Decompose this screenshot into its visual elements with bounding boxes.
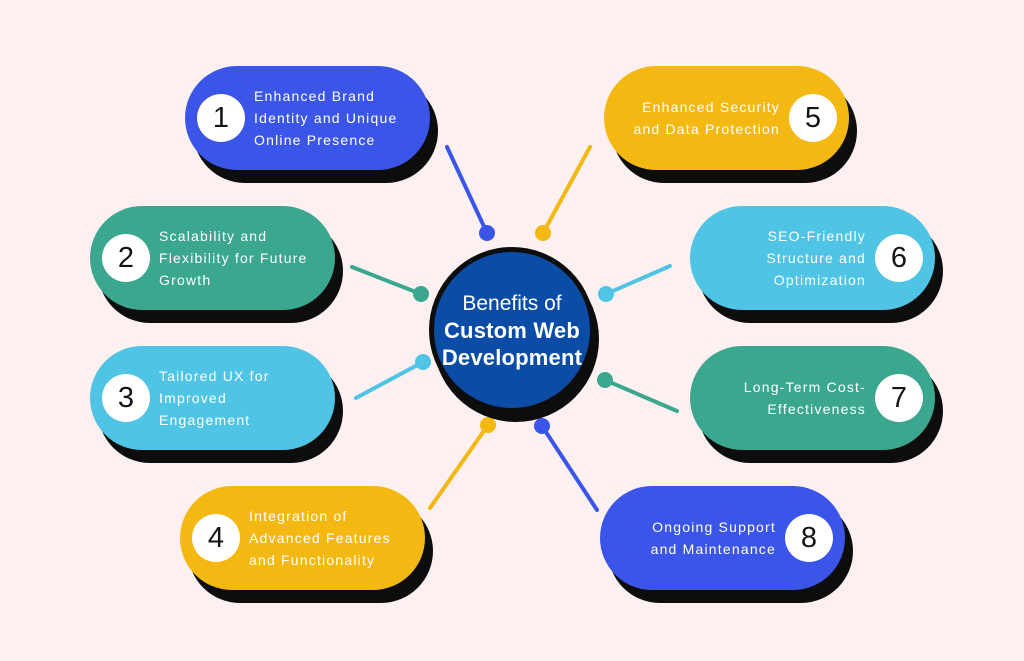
benefit-text-line: Tailored UX for	[159, 368, 270, 384]
benefit-text-line: Effectiveness	[767, 401, 866, 417]
benefit-pill-1: 1 Enhanced Brand Identity and Unique Onl…	[185, 66, 430, 170]
benefit-text-2: Scalability and Flexibility for Future G…	[159, 225, 323, 291]
benefit-text-line: Enhanced Security	[642, 99, 780, 115]
benefit-pill-6: 6 SEO-Friendly Structure and Optimizatio…	[690, 206, 935, 310]
benefit-text-line: Advanced Features	[249, 530, 391, 546]
benefit-text-line: Online Presence	[254, 132, 376, 148]
connector-line-4	[428, 423, 490, 510]
benefit-text-6: SEO-Friendly Structure and Optimization	[702, 225, 866, 291]
benefit-text-line: Growth	[159, 272, 212, 288]
number-badge-6: 6	[875, 234, 923, 282]
connector-dot-4	[480, 417, 496, 433]
benefit-pill-2: 2 Scalability and Flexibility for Future…	[90, 206, 335, 310]
benefit-text-line: Flexibility for Future	[159, 250, 308, 266]
number-badge-8: 8	[785, 514, 833, 562]
benefit-text-7: Long-Term Cost- Effectiveness	[702, 376, 866, 420]
number-badge-3: 3	[102, 374, 150, 422]
center-title-circle: Benefits of Custom Web Development	[429, 247, 595, 413]
connector-dot-2	[413, 286, 429, 302]
benefit-text-line: Engagement	[159, 412, 251, 428]
connector-dot-5	[535, 225, 551, 241]
benefit-text-line: SEO-Friendly	[767, 228, 866, 244]
benefit-text-4: Integration of Advanced Features and Fun…	[249, 505, 413, 571]
benefit-text-line: and Maintenance	[650, 541, 776, 557]
connector-line-5	[541, 145, 592, 235]
benefit-pill-3: 3 Tailored UX for Improved Engagement	[90, 346, 335, 450]
benefit-text-line: Optimization	[773, 272, 866, 288]
connector-dot-8	[534, 418, 550, 434]
benefit-pill-4: 4 Integration of Advanced Features and F…	[180, 486, 425, 590]
benefit-text-line: Identity and Unique	[254, 110, 398, 126]
center-title-line: Custom Web	[443, 317, 581, 343]
center-title-line: Benefits of	[462, 291, 562, 315]
benefit-text-line: Integration of	[249, 508, 348, 524]
connector-line-2	[350, 265, 423, 296]
connector-line-6	[604, 264, 672, 296]
connector-line-7	[603, 378, 679, 413]
benefit-text-1: Enhanced Brand Identity and Unique Onlin…	[254, 85, 418, 151]
number-badge-7: 7	[875, 374, 923, 422]
benefit-text-line: and Data Protection	[633, 121, 780, 137]
benefit-pill-8: 8 Ongoing Support and Maintenance	[600, 486, 845, 590]
benefit-text-5: Enhanced Security and Data Protection	[616, 96, 780, 140]
benefit-text-line: Scalability and	[159, 228, 268, 244]
benefit-text-line: Long-Term Cost-	[743, 379, 866, 395]
benefit-text-line: Structure and	[766, 250, 866, 266]
connector-dot-6	[598, 286, 614, 302]
number-badge-4: 4	[192, 514, 240, 562]
benefit-text-3: Tailored UX for Improved Engagement	[159, 365, 323, 431]
number-badge-1: 1	[197, 94, 245, 142]
connector-line-3	[354, 360, 425, 400]
benefit-text-line: and Functionality	[249, 552, 376, 568]
benefit-text-line: Enhanced Brand	[254, 88, 376, 104]
connector-line-1	[445, 145, 489, 235]
benefit-pill-7: 7 Long-Term Cost- Effectiveness	[690, 346, 935, 450]
benefit-pill-5: 5 Enhanced Security and Data Protection	[604, 66, 849, 170]
connector-dot-7	[597, 372, 613, 388]
center-title-line: Development	[441, 344, 583, 370]
benefit-text-line: Ongoing Support	[652, 519, 776, 535]
benefit-text-8: Ongoing Support and Maintenance	[612, 516, 776, 560]
number-badge-5: 5	[789, 94, 837, 142]
connector-line-8	[540, 424, 599, 512]
connector-dot-1	[479, 225, 495, 241]
number-badge-2: 2	[102, 234, 150, 282]
benefit-text-line: Improved	[159, 390, 227, 406]
connector-dot-3	[415, 354, 431, 370]
